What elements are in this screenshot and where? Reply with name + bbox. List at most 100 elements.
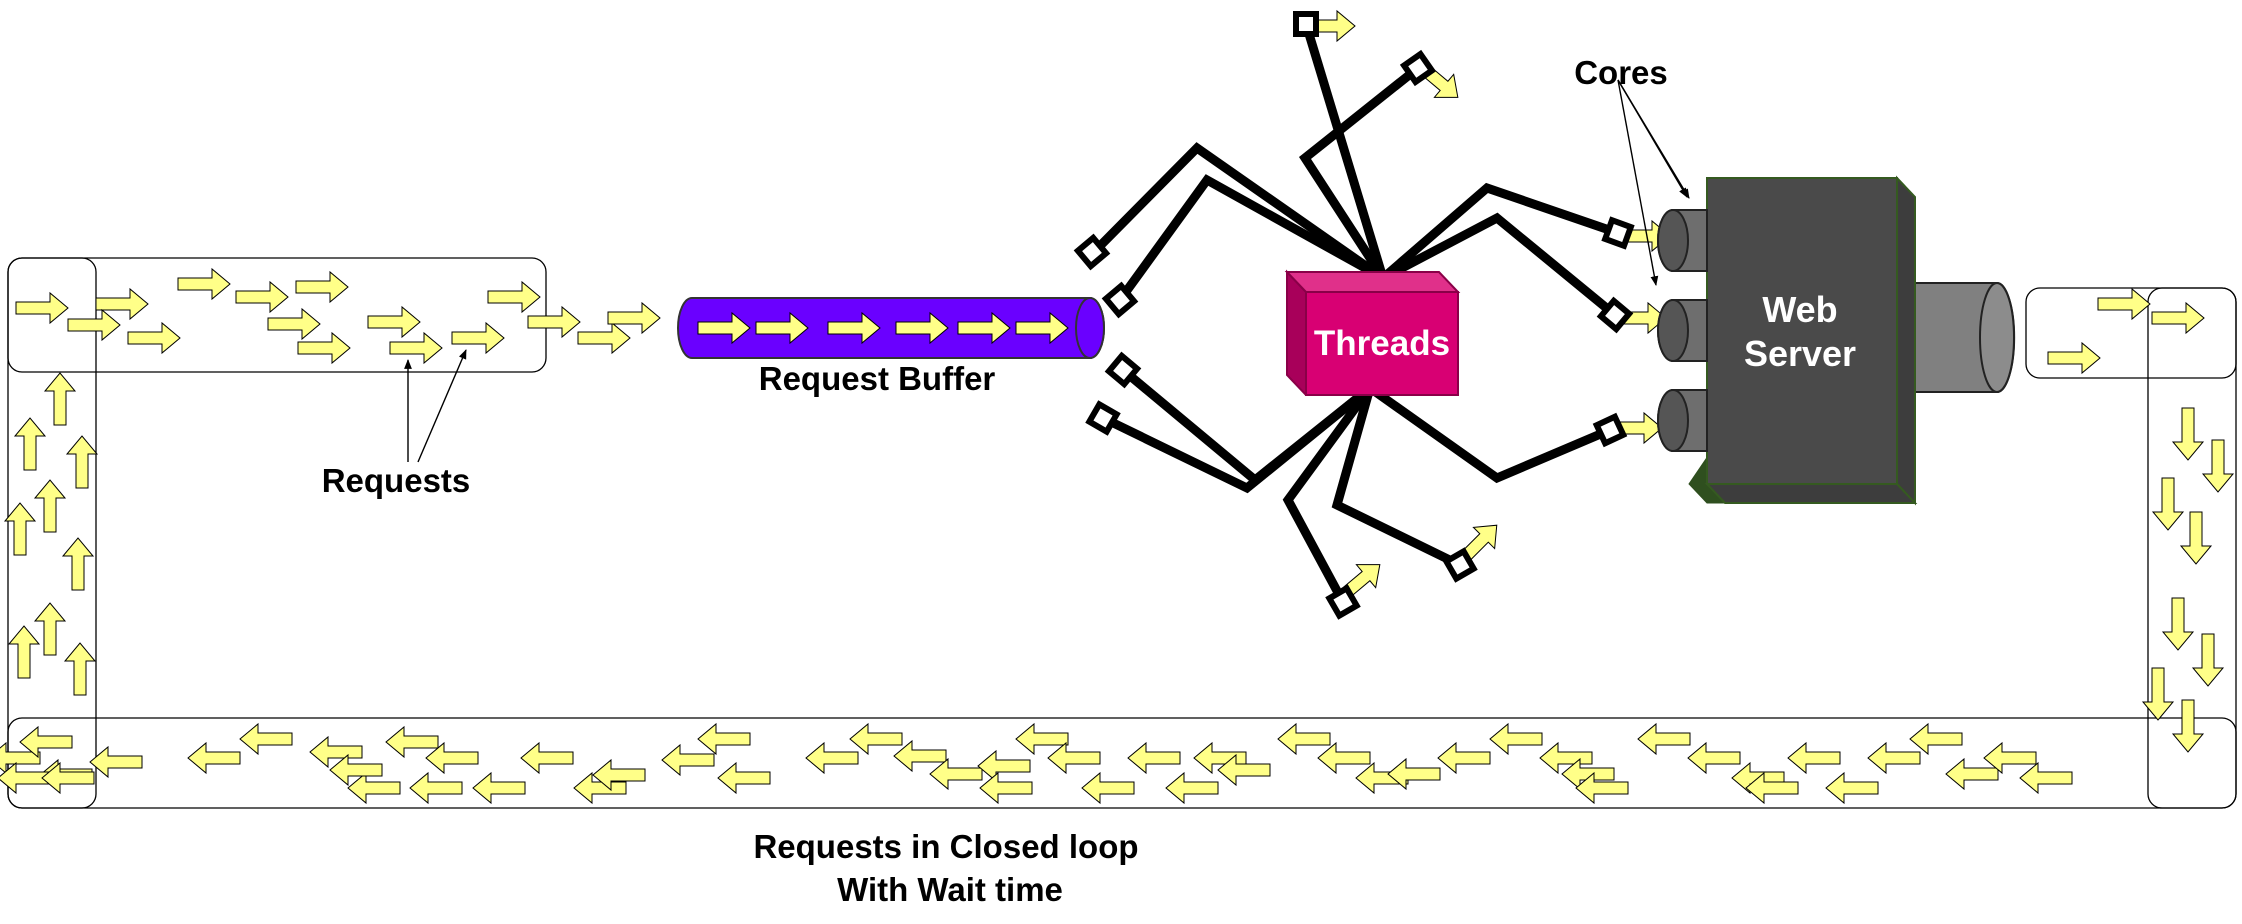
right-arrow-icon <box>44 372 76 426</box>
right-arrow-icon <box>177 268 231 300</box>
right-arrow-icon <box>267 308 321 340</box>
top-left-track <box>7 257 547 373</box>
right-arrow-icon <box>89 746 143 778</box>
right-arrow-icon <box>2172 699 2204 753</box>
right-arrow-icon <box>979 772 1033 804</box>
thread-leg <box>1116 174 1386 303</box>
web-server-label-line2: Server <box>1744 333 1856 374</box>
thread-leg <box>1331 386 1462 570</box>
right-arrow-icon <box>849 723 903 755</box>
right-arrow-icon <box>520 742 574 774</box>
right-arrow-icon <box>2162 597 2194 651</box>
right-arrow-icon <box>347 772 401 804</box>
right-arrow-icon <box>472 772 526 804</box>
thread-leg <box>1380 182 1620 282</box>
server-disk-end <box>1979 282 2015 393</box>
right-arrow-icon <box>239 723 293 755</box>
core-face <box>1657 299 1689 362</box>
right-arrow-icon <box>2097 288 2151 320</box>
right-arrow-icon <box>661 744 715 776</box>
right-arrow-icon <box>1687 742 1741 774</box>
right-arrow-icon <box>2019 762 2073 794</box>
right-arrow-icon <box>1127 742 1181 774</box>
closed-loop-track <box>7 257 2237 809</box>
right-arrow-icon <box>297 332 351 364</box>
exit-track <box>2025 287 2237 379</box>
right-arrow-icon <box>389 332 443 364</box>
cores-leader-2 <box>1617 79 1659 286</box>
requests-leader-2 <box>417 349 467 463</box>
right-arrow-icon <box>1317 742 1371 774</box>
thread-leg <box>1101 384 1373 494</box>
cores-leader-3 <box>1617 79 1690 199</box>
right-arrow-icon <box>67 309 121 341</box>
socket-icon <box>1592 412 1628 448</box>
right-arrow-icon <box>14 417 46 471</box>
core-face <box>1657 389 1689 452</box>
right-arrow-icon <box>697 723 751 755</box>
core-2 <box>1657 299 1708 362</box>
right-arrow-icon <box>2151 302 2205 334</box>
right-arrow-icon <box>62 537 94 591</box>
socket-icon <box>1399 49 1437 87</box>
right-arrow-icon <box>929 758 983 790</box>
threads-box-front <box>1305 291 1459 396</box>
right-arrow-icon <box>1637 723 1691 755</box>
right-arrow-icon <box>2202 439 2234 493</box>
socket-icon <box>1085 400 1121 436</box>
right-arrow-icon <box>34 602 66 656</box>
right-arrow-icon <box>1909 723 1963 755</box>
right-arrow-icon <box>1165 772 1219 804</box>
requests-label: Requests <box>322 462 471 499</box>
right-arrow-icon <box>2152 477 2184 531</box>
thread-leg <box>1301 22 1388 280</box>
right-arrow-icon <box>2047 342 2101 374</box>
thread-legs <box>1089 22 1620 605</box>
right-arrow-icon <box>2172 407 2204 461</box>
right-arrow-icon <box>1047 742 1101 774</box>
right-arrow-icon <box>385 726 439 758</box>
socket-icon <box>1442 547 1478 583</box>
right-arrow-icon <box>34 479 66 533</box>
server-box <box>1706 177 1898 485</box>
right-arrow-icon <box>527 306 581 338</box>
right-arrow-icon <box>127 322 181 354</box>
right-arrow-icon <box>1825 772 1879 804</box>
right-arrow-icon <box>8 625 40 679</box>
closed-loop-caption-line1: Requests in Closed loop <box>753 828 1138 865</box>
socket-icon <box>1325 584 1361 620</box>
socket-icon <box>1596 296 1634 334</box>
right-arrow-icon <box>717 762 771 794</box>
socket-icon <box>1601 216 1635 250</box>
right-arrow-icon <box>309 736 363 768</box>
right-arrow-icon <box>487 281 541 313</box>
thread-leg <box>1089 142 1386 282</box>
right-arrow-icon <box>1787 742 1841 774</box>
right-arrow-icon <box>1081 772 1135 804</box>
socket-icon <box>1293 11 1319 37</box>
socket-icon <box>1104 351 1142 389</box>
right-arrow-icon <box>187 742 241 774</box>
threads-box-top <box>1284 271 1461 293</box>
right-arrow-icon <box>235 281 289 313</box>
request-buffer <box>677 297 1105 359</box>
threads-label: Threads <box>1314 324 1450 363</box>
thread-leg <box>1380 212 1618 319</box>
right-arrow-icon <box>1489 723 1543 755</box>
core-face <box>1657 209 1689 272</box>
closed-loop-caption-line2: With Wait time <box>837 871 1063 908</box>
right-arrow-icon <box>577 322 631 354</box>
right-arrow-icon <box>2192 633 2224 687</box>
right-arrow-icon <box>367 306 421 338</box>
right-arrow-icon <box>977 750 1031 782</box>
thread-leg <box>1367 384 1612 484</box>
socket-icon <box>1101 281 1139 319</box>
socket-icon <box>1073 233 1111 271</box>
right-arrow-icon <box>2180 511 2212 565</box>
right-arrow-icon <box>1437 742 1491 774</box>
thread-leg <box>1282 385 1374 605</box>
right-arrow-icon <box>409 772 463 804</box>
request-buffer-label: Request Buffer <box>759 360 996 397</box>
thread-sockets <box>1073 11 1635 620</box>
